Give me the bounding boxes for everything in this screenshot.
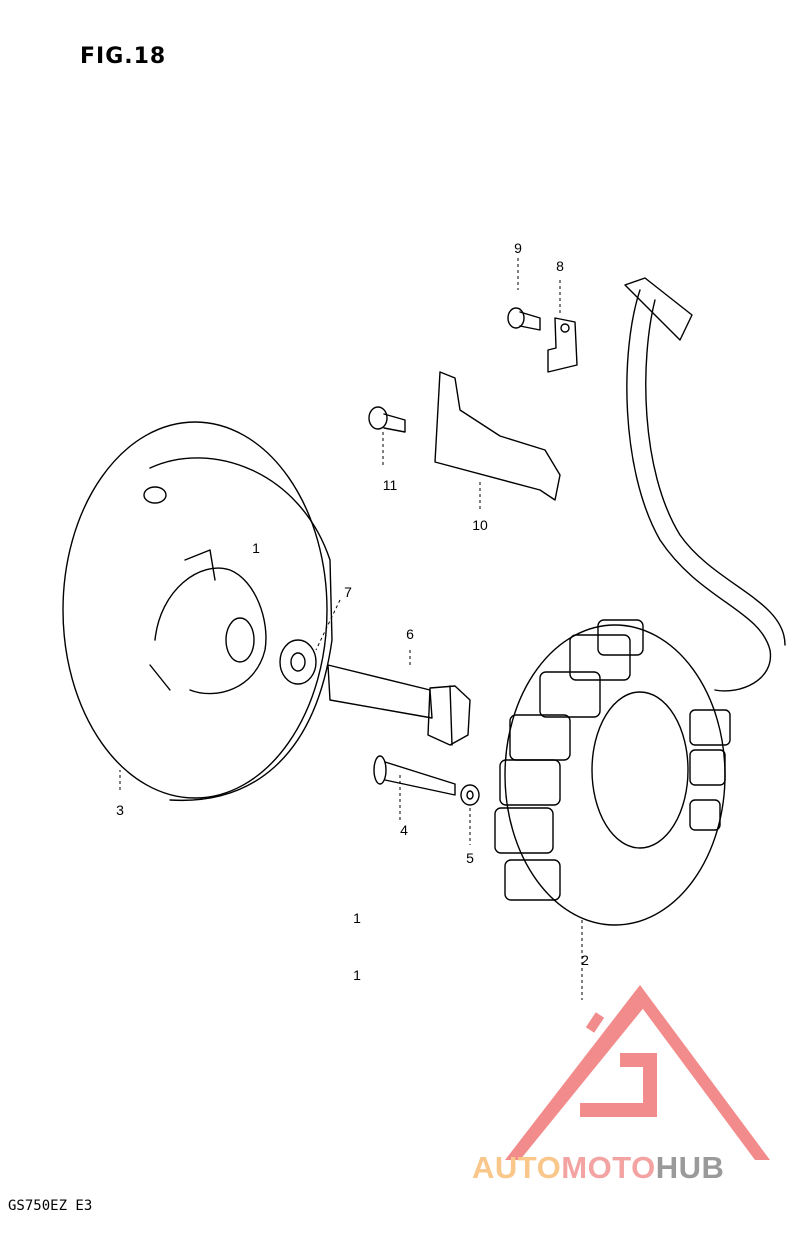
callout-5: 5	[466, 850, 474, 866]
model-code: GS750EZ E3	[8, 1198, 93, 1214]
callout-10: 10	[472, 517, 488, 533]
callout-9: 9	[514, 240, 522, 256]
screw-4	[373, 755, 456, 820]
figure-title: FIG.18	[80, 44, 167, 69]
callout-1: 1	[353, 967, 361, 983]
watermark-logo	[505, 985, 770, 1160]
flywheel-rotor	[62, 421, 333, 802]
callout-11: 11	[382, 477, 398, 493]
screw-9	[507, 258, 541, 331]
washer-5	[460, 784, 480, 845]
washer-7	[279, 639, 317, 685]
callout-6: 6	[406, 626, 414, 642]
stator-2	[494, 619, 731, 1000]
callout-3: 3	[116, 802, 124, 818]
leader-lines	[119, 599, 411, 790]
watermark-brand: AUTOMOTOHUB	[472, 1150, 724, 1186]
screw-11	[368, 406, 406, 465]
rotor-bolt-6	[327, 664, 471, 746]
brand-part-hub: HUB	[655, 1150, 725, 1185]
wire-harness	[624, 277, 786, 692]
callout-4: 4	[400, 822, 408, 838]
callout-1: 1	[353, 910, 361, 926]
bracket-10	[434, 371, 561, 512]
callout-2: 2	[581, 952, 589, 968]
brand-part-auto: AUTO	[472, 1150, 562, 1185]
callout-1: 1	[252, 540, 260, 556]
callout-8: 8	[556, 258, 564, 274]
brand-part-moto: MOTO	[561, 1150, 656, 1185]
clamp-8	[547, 280, 578, 373]
callout-7: 7	[344, 584, 352, 600]
